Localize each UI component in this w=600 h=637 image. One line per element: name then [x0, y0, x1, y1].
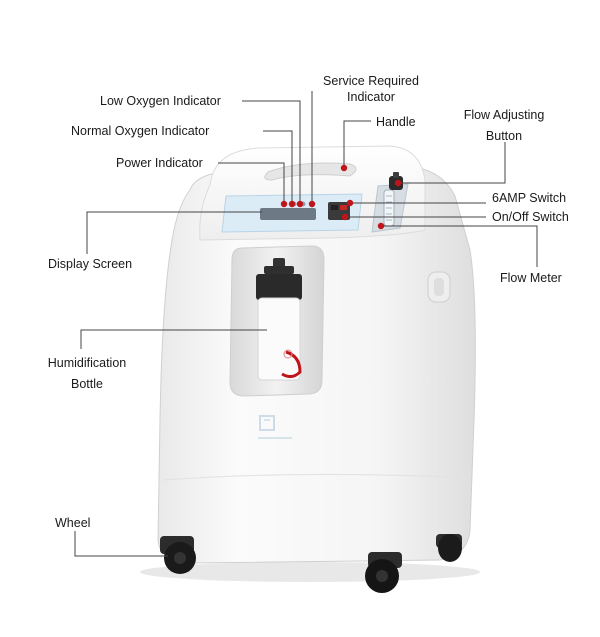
label-display-screen: Display Screen — [48, 257, 133, 271]
display-screen — [260, 208, 316, 220]
marker-six-amp — [346, 199, 354, 207]
label-service-required-line1: Service Required — [323, 74, 419, 88]
leader-humidification — [80, 329, 267, 349]
marker-dots — [280, 164, 402, 230]
wheel-front-left — [160, 536, 196, 574]
marker-flow-adjusting — [394, 179, 402, 187]
marker-service-required — [308, 200, 316, 208]
label-flow-adjusting-line1: Flow Adjusting — [463, 108, 545, 122]
leader-low-oxygen — [242, 100, 301, 204]
label-service-required: Service Required Indicator — [306, 73, 436, 105]
leader-flow-adjusting — [400, 142, 506, 184]
marker-on-off — [341, 213, 349, 221]
label-on-off: On/Off Switch — [492, 210, 569, 224]
leader-flow-meter — [381, 225, 538, 267]
wheel-back-right — [436, 534, 462, 562]
label-humidification-line1: Humidification — [47, 356, 127, 370]
leader-display-screen — [86, 211, 262, 254]
humidification-bottle — [256, 258, 302, 381]
leader-normal-oxygen — [263, 130, 293, 204]
label-humidification: Humidification Bottle — [28, 353, 146, 395]
label-humidification-line2: Bottle — [71, 377, 103, 391]
body-fold — [163, 473, 471, 481]
label-service-required-line2: Indicator — [347, 90, 395, 104]
label-low-oxygen: Low Oxygen Indicator — [100, 94, 221, 108]
label-flow-adjusting: Flow Adjusting Button — [444, 105, 564, 147]
leader-handle — [343, 120, 371, 166]
label-flow-meter: Flow Meter — [500, 271, 562, 285]
marker-normal-oxygen — [288, 200, 296, 208]
knob-top — [393, 172, 399, 178]
brand-mark — [258, 415, 292, 439]
side-vent-inner — [434, 278, 444, 296]
on-off-switch — [340, 205, 347, 210]
label-flow-adjusting-line2: Button — [485, 129, 523, 143]
handle-slot — [264, 162, 357, 181]
marker-handle — [340, 164, 348, 172]
six-amp-switch — [331, 205, 338, 210]
marker-power — [280, 200, 288, 208]
marker-flow-meter — [377, 222, 385, 230]
marker-low-oxygen — [296, 200, 304, 208]
leader-lines — [74, 91, 538, 557]
label-six-amp: 6AMP Switch — [492, 191, 567, 205]
leader-power — [218, 162, 285, 204]
label-power: Power Indicator — [116, 156, 203, 170]
label-wheel: Wheel — [55, 516, 91, 530]
label-normal-oxygen: Normal Oxygen Indicator — [71, 124, 210, 138]
wheel-front-right — [365, 552, 402, 593]
leader-wheel — [74, 531, 168, 557]
label-handle: Handle — [376, 115, 416, 129]
